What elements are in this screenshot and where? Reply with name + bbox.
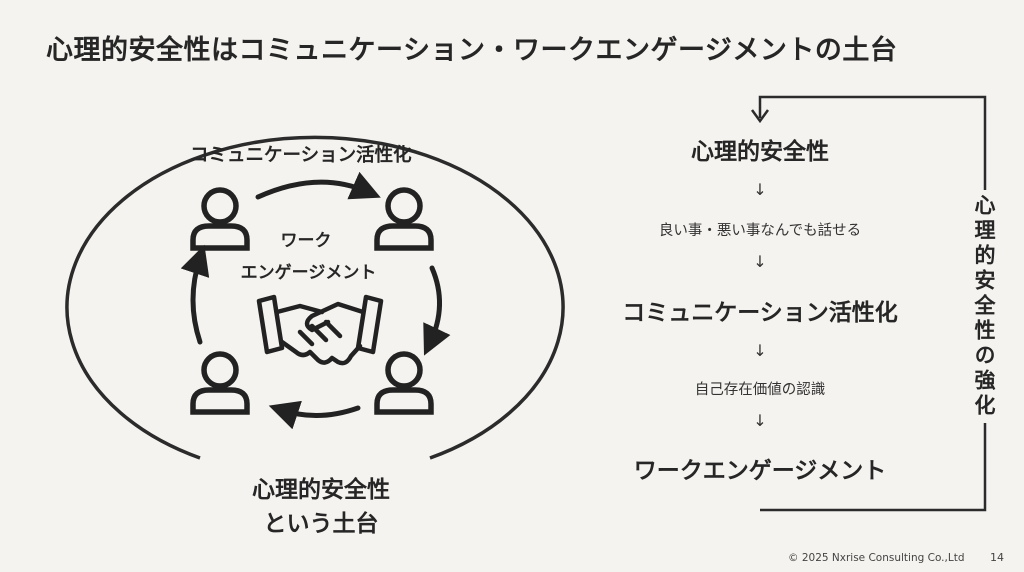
page-number: 14 bbox=[990, 551, 1004, 564]
flow-arrow-icon: ↓ bbox=[753, 252, 767, 271]
handshake-icon bbox=[256, 294, 384, 366]
foundation-label-line2: という土台 bbox=[263, 511, 379, 537]
flow-arrow-icon: ↓ bbox=[753, 341, 767, 360]
feedback-label: 心理的安全性の強化 bbox=[970, 190, 998, 423]
cycle-arrow-icon bbox=[180, 171, 451, 430]
flow-arrow-icon: ↓ bbox=[753, 411, 767, 430]
person-icon bbox=[190, 351, 250, 415]
person-icon bbox=[374, 187, 434, 251]
flow-step-communication: コミュニケーション活性化 bbox=[622, 300, 898, 326]
flow-arrow-icon: ↓ bbox=[753, 180, 767, 199]
work-engagement-label-line1: ワーク bbox=[280, 231, 332, 251]
person-icon bbox=[374, 351, 434, 415]
flow-step-work-engagement: ワークエンゲージメント bbox=[633, 458, 887, 484]
foundation-label-line1: 心理的安全性 bbox=[252, 477, 390, 503]
flow-note-speak-freely: 良い事・悪い事なんでも話せる bbox=[658, 223, 862, 239]
flow-note-self-worth: 自己存在価値の認識 bbox=[694, 382, 826, 398]
copyright: © 2025 Nxrise Consulting Co.,Ltd bbox=[788, 552, 965, 564]
work-engagement-label-line2: エンゲージメント bbox=[240, 263, 377, 283]
slide-title: 心理的安全性はコミュニケーション・ワークエンゲージメントの土台 bbox=[46, 35, 898, 66]
communication-label: コミュニケーション活性化 bbox=[190, 145, 412, 166]
flow-step-psych-safety: 心理的安全性 bbox=[691, 139, 829, 165]
person-icon bbox=[190, 187, 250, 251]
foundation-ellipse bbox=[65, 135, 565, 460]
